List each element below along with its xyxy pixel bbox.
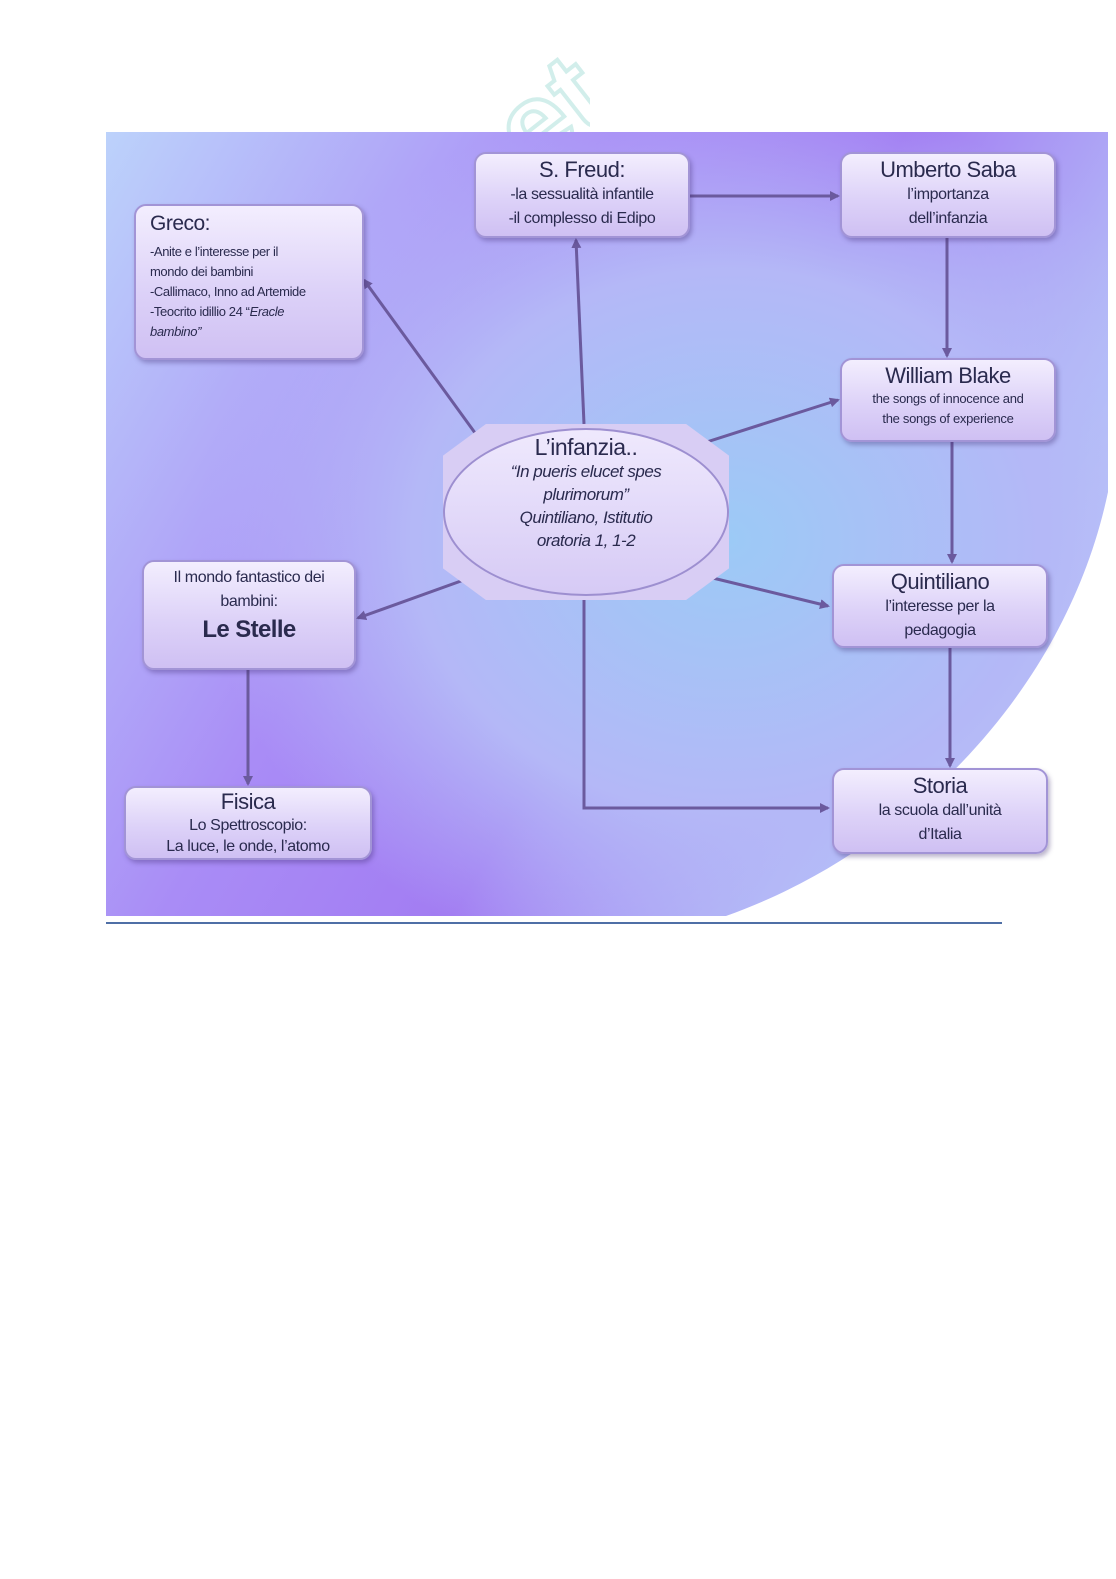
stelle-title: Le Stelle (202, 616, 296, 643)
node-greco: Greco: -Anite e l’interesse per il mondo… (134, 204, 364, 360)
arrow-center-to-blake (687, 397, 840, 450)
fisica-title: Fisica (220, 789, 276, 814)
arrow-center-to-greco (362, 278, 488, 449)
quintiliano-line-1: l’interesse per la (885, 598, 995, 615)
stelle-pre-line-1: Il mondo fantastico dei (173, 569, 325, 586)
storia-title: Storia (912, 773, 968, 798)
center-source-line2: oratoria 1, 1-2 (536, 531, 636, 550)
center-title: L’infanzia.. (534, 434, 638, 460)
quintiliano-line-2: pedagogia (904, 622, 976, 639)
storia-line-2: d’Italia (918, 826, 962, 843)
greco-line-1: -Anite e l’interesse per il (150, 244, 278, 259)
arrow-center-to-storia (582, 600, 830, 813)
center-source-line1: Quintiliano, Istitutio (519, 508, 653, 527)
storia-line-1: la scuola dall’unità (878, 802, 1002, 819)
stelle-pre-line-2: bambini: (220, 593, 278, 610)
greco-line-4-text: -Teocrito idillio 24 “ (150, 304, 250, 319)
quintiliano-title: Quintiliano (890, 569, 990, 594)
saba-title: Umberto Saba (880, 157, 1016, 182)
node-fisica: Fisica Lo Spettroscopio: La luce, le ond… (124, 786, 372, 860)
fisica-line-1: Lo Spettroscopio: (189, 817, 307, 834)
greco-line-4: -Teocrito idillio 24 “Eracle (150, 302, 362, 322)
greco-title: Greco: (150, 212, 211, 235)
node-stelle: Il mondo fantastico dei bambini: Le Stel… (142, 560, 356, 670)
arrow-center-to-freud (571, 238, 586, 425)
greco-line-2: mondo dei bambini (150, 264, 254, 279)
node-storia: Storia la scuola dall’unità d’Italia (832, 768, 1048, 854)
fisica-line-2: La luce, le onde, l’atomo (166, 838, 330, 855)
center-quote-line1: “In pueris elucet spes (510, 462, 662, 481)
footer-rule (106, 922, 1002, 924)
freud-line-1: -la sessualità infantile (510, 186, 654, 203)
concept-map: L’infanzia.. “In pueris elucet spes plur… (106, 132, 1108, 916)
blake-line-2: the songs of experience (882, 411, 1014, 426)
saba-line-2: dell’infanzia (908, 210, 988, 227)
node-blake: William Blake the songs of innocence and… (840, 358, 1056, 442)
center-quote-line2: plurimorum” (543, 485, 629, 504)
node-quintiliano: Quintiliano l’interesse per la pedagogia (832, 564, 1048, 648)
freud-title: S. Freud: (539, 157, 625, 182)
node-saba: Umberto Saba l’importanza dell’infanzia (840, 152, 1056, 238)
node-freud: S. Freud: -la sessualità infantile -il c… (474, 152, 690, 238)
greco-line-5: bambino” (150, 324, 201, 339)
center-node: L’infanzia.. “In pueris elucet spes plur… (443, 428, 729, 596)
greco-line-3: -Callimaco, Inno ad Artemide (150, 284, 306, 299)
freud-line-2: -il complesso di Edipo (508, 210, 656, 227)
greco-line-4-italic: Eracle (249, 304, 285, 319)
blake-line-1: the songs of innocence and (872, 391, 1024, 406)
saba-line-1: l’importanza (907, 186, 989, 203)
blake-title: William Blake (885, 363, 1011, 388)
